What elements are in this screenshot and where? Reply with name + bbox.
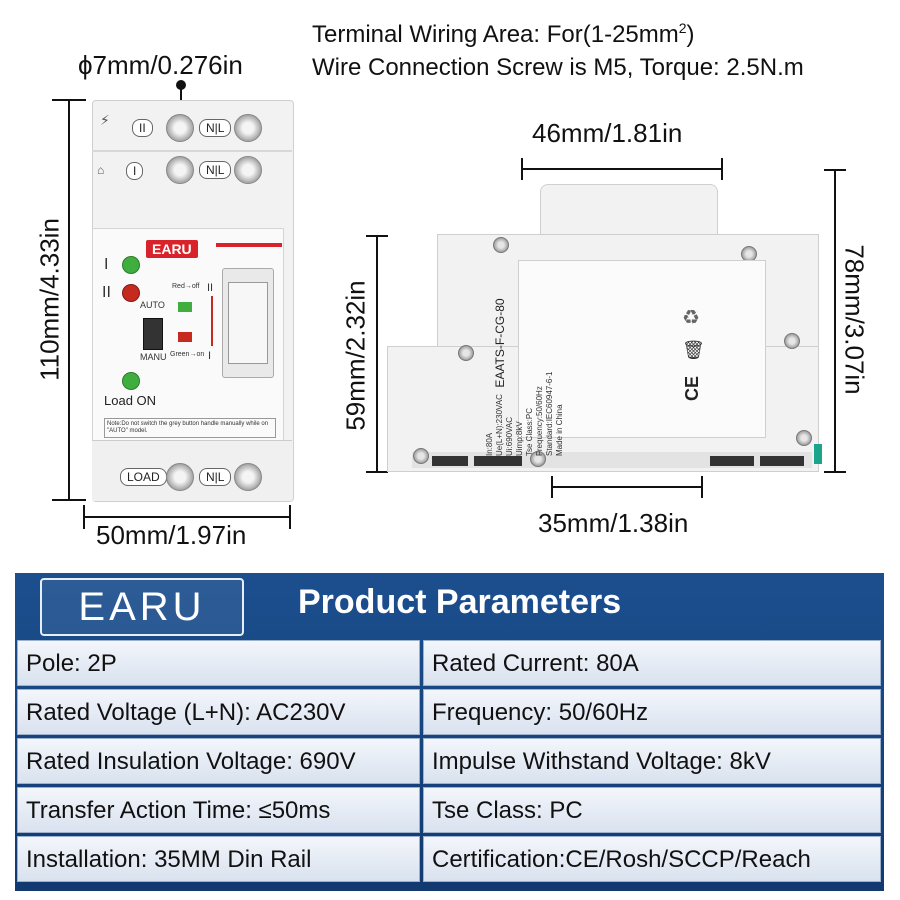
param-insulation-voltage: Rated Insulation Voltage: 690V [17,738,420,784]
terminal-ii-2 [234,114,262,142]
side-screw-1 [493,237,509,253]
terminal-i-1 [166,156,194,184]
param-rated-current: Rated Current: 80A [423,640,881,686]
load-on-label: Load ON [104,393,157,408]
side-top-width-tick-left [521,158,523,180]
param-frequency: Frequency: 50/60Hz [423,689,881,735]
front-divider-top [92,150,292,152]
screw-hole-dimension: ϕ7mm/0.276in [78,50,243,80]
rail-width-tick-left [551,476,553,498]
front-height-dimension: 110mm/4.33in [34,218,65,381]
side-top-width-tick-right [721,158,723,180]
terminal-load-2 [234,463,262,491]
terminal-i-2 [234,156,262,184]
wiring-area-spec: Terminal Wiring Area: For(1-25mm2) [312,20,695,48]
side-device-top-hump [540,184,718,236]
source-tag-ii: II [132,119,153,137]
side-screw-4 [458,345,474,361]
load-tag: LOAD [120,468,167,486]
source-i-indicator [122,256,140,274]
rail-width-line [552,486,702,488]
din-slot-4 [760,456,804,466]
switch-direction-arrow [211,296,213,346]
side-left-height-tick-top [366,235,388,237]
terminal-load-1 [166,463,194,491]
param-pole: Pole: 2P [17,640,420,686]
power-icon-ii: ⚡ [100,112,110,128]
front-brand-logo: EARU [146,240,198,258]
front-height-tick-top [52,99,86,101]
side-screw-7 [530,451,546,467]
param-impulse-voltage: Impulse Withstand Voltage: 8kV [423,738,881,784]
ce-mark: CE [682,375,703,402]
source-tag-i: I [126,162,144,180]
terminal-tag-i: N|L [199,161,232,179]
param-tse-class: Tse Class: PC [423,787,881,833]
source-ii-indicator [122,284,140,302]
side-right-height-tick-bottom [824,471,846,473]
din-latch[interactable] [814,444,822,464]
green-on-label: Green→on [170,351,205,358]
din-slot-3 [710,456,754,466]
weee-bin-icon: 🗑 [682,340,705,360]
screw-torque-spec: Wire Connection Screw is M5, Torque: 2.5… [312,54,804,81]
terminal-tag-ii: N|L [199,119,232,137]
red-off-label: Red→off [172,283,200,290]
front-width-tick-left [83,505,85,529]
side-screw-5 [796,430,812,446]
front-width-line [84,516,290,518]
param-transfer-time: Transfer Action Time: ≤50ms [17,787,420,833]
side-left-height-dimension: 59mm/2.32in [340,280,371,431]
side-right-height-dimension: 78mm/3.07in [839,244,870,395]
side-rating-lines: In:80A Ue(L+N):230VAC Ui:690VAC Uimp:8kV… [485,371,564,457]
side-right-height-tick-top [824,169,846,171]
front-height-line [68,100,70,500]
side-right-height-line [834,170,836,472]
front-note: Note:Do not switch the grey button handl… [104,418,276,438]
front-width-tick-right [289,505,291,529]
front-height-tick-bottom [52,499,86,501]
load-on-indicator [122,372,140,390]
mode-manu-label: MANU [140,352,167,362]
front-width-dimension: 50mm/1.97in [96,520,247,550]
param-certification: Certification:CE/Rosh/SCCP/Reach [423,836,881,882]
rail-width-dimension: 35mm/1.38in [538,508,689,538]
rail-width-tick-right [701,476,703,498]
screw-hole-pointer [180,82,182,114]
din-slot-1 [432,456,468,466]
side-left-height-line [376,236,378,472]
panel-logo: EARU [40,578,244,636]
side-screw-6 [413,448,429,464]
switch-pos-i-label: I [208,350,212,362]
mode-selector-switch[interactable] [143,318,163,350]
side-left-height-tick-bottom [366,471,388,473]
roman-i-label: I [104,256,109,273]
side-screw-3 [784,333,800,349]
side-rating-label [518,260,766,438]
terminal-ii-1 [166,114,194,142]
side-top-width-dimension: 46mm/1.81in [532,118,683,148]
front-brand-stripe [216,243,282,247]
param-rated-voltage: Rated Voltage (L+N): AC230V [17,689,420,735]
screw-hole-pointer-dot [176,80,186,90]
recycle-icon: ♻ [682,307,700,329]
transfer-handle[interactable] [228,282,268,364]
side-top-width-line [522,168,722,170]
din-slot-2 [474,456,522,466]
param-installation: Installation: 35MM Din Rail [17,836,420,882]
terminal-tag-load: N|L [199,468,232,486]
roman-ii-label: II [102,284,111,301]
panel-title: Product Parameters [298,583,622,621]
green-state-indicator [178,302,192,312]
red-state-indicator [178,332,192,342]
power-icon-i: ⌂ [97,163,105,177]
mode-auto-label: AUTO [140,300,165,310]
switch-pos-ii-label: II [207,282,214,294]
